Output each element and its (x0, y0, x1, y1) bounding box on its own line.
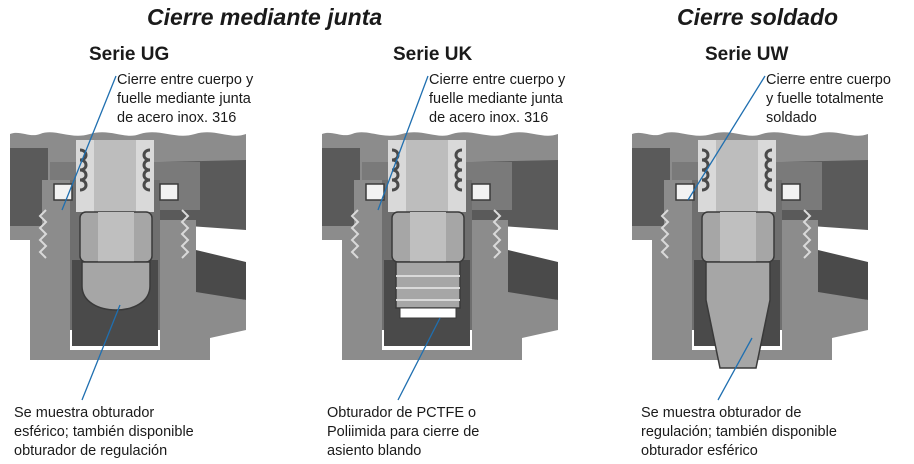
uk-plug-callout: Obturador de PCTFE o Poliimida para cier… (327, 405, 480, 459)
welded-seal-heading: Cierre soldado (677, 4, 839, 30)
uw-seal-callout: Cierre entre cuerpo y fuelle totalmente … (766, 72, 891, 126)
uk-valve-diagram (320, 130, 560, 362)
series-uw-title: Serie UW (705, 44, 789, 65)
uw-valve-diagram (630, 130, 870, 369)
series-ug-title: Serie UG (89, 44, 170, 65)
ug-valve-diagram (8, 130, 248, 362)
uw-plug-callout: Se muestra obturador de regulación; tamb… (641, 405, 837, 459)
uk-seal-callout: Cierre entre cuerpo y fuelle mediante ju… (429, 72, 566, 126)
gasket-seal-heading: Cierre mediante junta (147, 4, 383, 30)
leader-lines (61, 75, 766, 401)
ug-plug-callout: Se muestra obturador esférico; también d… (14, 405, 194, 459)
ug-seal-callout: Cierre entre cuerpo y fuelle mediante ju… (117, 72, 254, 126)
series-uk-title: Serie UK (393, 44, 473, 65)
